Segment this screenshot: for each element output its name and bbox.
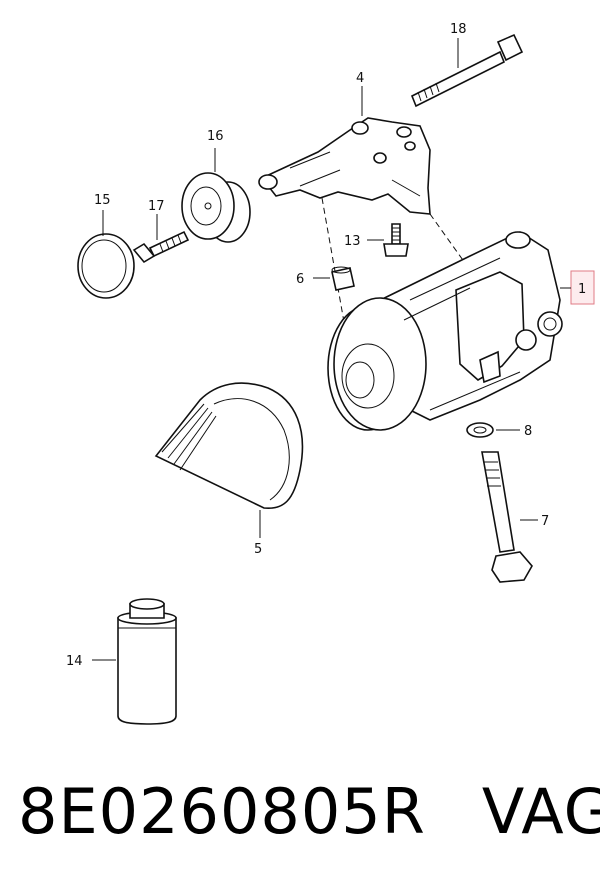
callout-14: 14	[66, 654, 83, 669]
part-18-long-bolt: 18	[410, 22, 524, 108]
callout-13: 13	[344, 234, 361, 249]
callout-17: 17	[148, 199, 165, 214]
part-number: 8E0260805R	[18, 775, 426, 848]
part-4-mounting-bracket: 4	[258, 71, 431, 215]
part-number-caption: 8E0260805R VAG	[18, 775, 600, 848]
callout-7: 7	[541, 514, 549, 529]
part-8-washer: 8	[466, 422, 532, 439]
part-15-cover-cap: 15	[77, 193, 135, 299]
part-17-bolt: 17	[132, 199, 190, 264]
callout-5: 5	[254, 542, 262, 557]
callout-18: 18	[450, 22, 467, 37]
callout-4: 4	[356, 71, 364, 86]
part-13-bolt: 13	[344, 223, 409, 257]
part-16-idler-pulley: 16	[181, 129, 251, 243]
part-7-bolt: 7	[481, 451, 549, 583]
part-5-ribbed-belt: 5	[154, 382, 304, 557]
part-6-sleeve: 6	[296, 266, 355, 291]
callout-1: 1	[578, 282, 586, 297]
callout-8: 8	[524, 424, 532, 439]
callout-6: 6	[296, 272, 304, 287]
brand-name: VAG	[481, 775, 600, 848]
callout-16: 16	[207, 129, 224, 144]
exploded-parts-diagram: 18 4 16 15 17	[66, 22, 595, 725]
callout-15: 15	[94, 193, 111, 208]
part-1-ac-compressor	[327, 231, 563, 431]
part-14-oil-container: 14	[66, 598, 177, 725]
